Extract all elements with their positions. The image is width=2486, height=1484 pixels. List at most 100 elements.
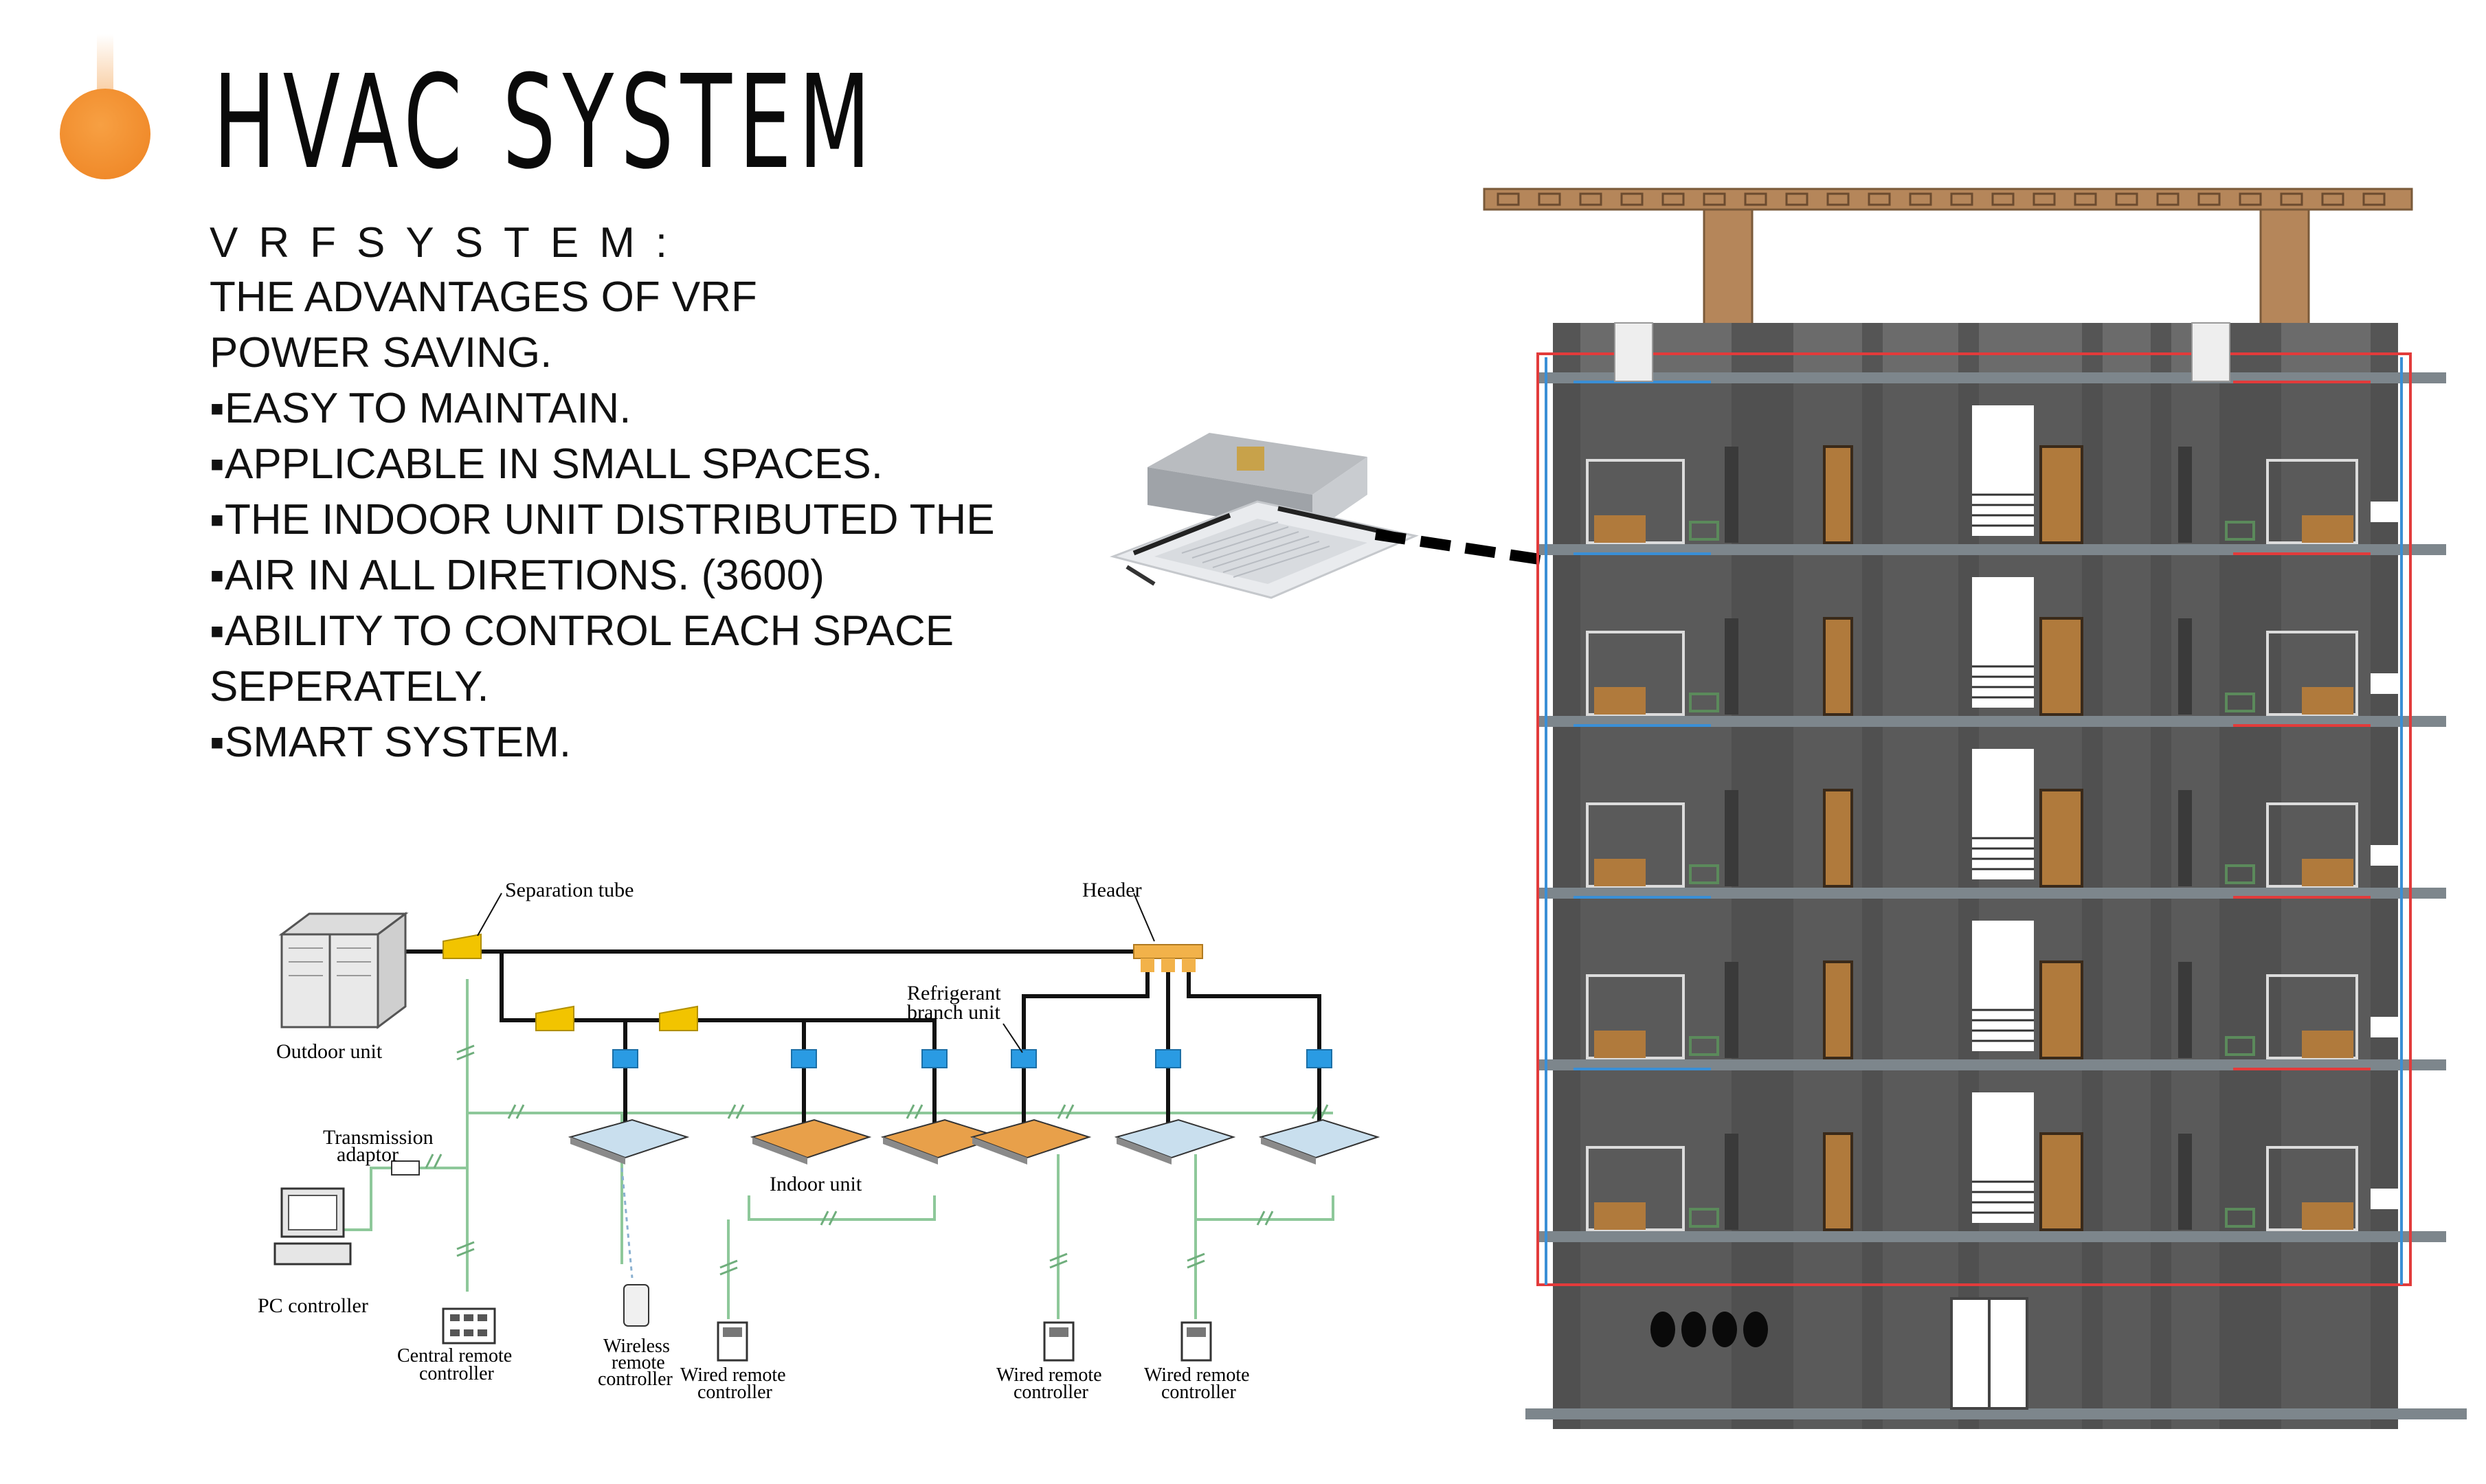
pergola-slat [1620, 192, 1644, 206]
desk-chair [2225, 1036, 2255, 1056]
desk-chair [2225, 693, 2255, 712]
column [1862, 323, 1883, 1429]
outdoor-ac-box [2371, 1189, 2405, 1209]
label-refrigerant-branch: Refrigerant [907, 982, 1001, 1004]
stair-window [1972, 577, 2034, 708]
label-refrigerant-branch-2: branch unit [907, 1001, 1000, 1024]
advantages-heading: THE ADVANTAGES OF VRF [210, 273, 757, 321]
label-wireless-remote: Wireless [603, 1336, 670, 1357]
desk-chair [2225, 864, 2255, 884]
door-side [2178, 1134, 2192, 1230]
column [1732, 323, 1793, 1429]
desk-chair [1689, 693, 1719, 712]
door [1823, 445, 1853, 544]
label-central-remote-2: controller [419, 1363, 495, 1384]
column [2082, 323, 2103, 1429]
outdoor-ac-box [2371, 845, 2405, 866]
bed-frame [2302, 1031, 2353, 1058]
stair-window [1972, 749, 2034, 879]
door-side [1725, 790, 1738, 886]
desk-chair [1689, 521, 1719, 541]
door-side [1725, 447, 1738, 543]
door [1823, 789, 1853, 888]
floor-slab [1539, 888, 2446, 899]
pergola-slat [1909, 192, 1932, 206]
bed-frame [1594, 687, 1646, 715]
bed-frame [2302, 515, 2353, 543]
bed-frame [1594, 515, 1646, 543]
door [1823, 1132, 1853, 1231]
bullet-indoor-unit: ▪THE INDOOR UNIT DISTRIBUTED THE [210, 496, 995, 543]
pergola-slat [1785, 192, 1808, 206]
bed-frame [2302, 1202, 2353, 1230]
ground-vent [1650, 1312, 1675, 1347]
column [2151, 323, 2171, 1429]
bed-frame [1594, 1031, 1646, 1058]
door-side [2178, 790, 2192, 886]
pergola-slat [1991, 192, 2015, 206]
door [2039, 617, 2083, 716]
label-wired-remote-2b: controller [1014, 1382, 1089, 1403]
vrf-heading: VRFSYSTEM: [210, 219, 688, 267]
label-wired-remote-3b: controller [1161, 1382, 1237, 1403]
label-indoor-unit: Indoor unit [770, 1173, 862, 1195]
building-section-drawing [1477, 186, 2467, 1457]
pergola-slat [2156, 192, 2180, 206]
ground-vent [1712, 1312, 1737, 1347]
floor-slab [1539, 1059, 2446, 1070]
label-wired-remote-1: Wired remote [680, 1364, 786, 1386]
label-central-remote: Central remote [397, 1345, 512, 1367]
label-pc-controller: PC controller [258, 1294, 368, 1317]
desk-chair [1689, 1036, 1719, 1056]
bullet-air-directions: ▪AIR IN ALL DIRETIONS. (3600) [210, 552, 825, 599]
desk-chair [2225, 1208, 2255, 1228]
door-side [1725, 1134, 1738, 1230]
door-side [2178, 962, 2192, 1058]
pergola-slat [2321, 192, 2344, 206]
door-side [2178, 447, 2192, 543]
stair-window [1972, 405, 2034, 536]
bullet-small-spaces: ▪APPLICABLE IN SMALL SPACES. [210, 440, 883, 488]
bullet-easy-maintain: ▪EASY TO MAINTAIN. [210, 385, 631, 432]
outdoor-ac-box [2371, 1017, 2405, 1037]
pergola-slat [1950, 192, 1973, 206]
pergola-slat [1661, 192, 1685, 206]
page-title: HVAC SYSTEM [213, 47, 878, 198]
vrf-schematic-diagram: Separation tube Header Outdoor unit Refr… [247, 873, 1402, 1422]
label-transmission-adaptor: Transmission [323, 1126, 434, 1149]
floor-slab [1539, 1231, 2446, 1242]
door-side [1725, 618, 1738, 715]
pergola-slat [1497, 192, 1520, 206]
floor-slab [1539, 544, 2446, 555]
cassette-unit-image [1106, 419, 1422, 618]
pergola-beam [1483, 188, 2413, 211]
door [1823, 960, 1853, 1059]
label-wired-remote-3: Wired remote [1144, 1364, 1250, 1386]
label-separation-tube: Separation tube [505, 879, 634, 901]
pergola-slat [1538, 192, 1561, 206]
door [2039, 1132, 2083, 1231]
pergola-slat [2115, 192, 2138, 206]
thermometer-icon [58, 34, 151, 182]
bullet-separately: SEPERATELY. [210, 663, 489, 710]
label-wireless-remote-3: controller [598, 1369, 673, 1390]
outdoor-ac-box [2371, 673, 2405, 694]
label-header: Header [1082, 879, 1142, 901]
label-wired-remote-2: Wired remote [996, 1364, 1102, 1386]
pergola-slat [2280, 192, 2303, 206]
pergola-slat [2239, 192, 2262, 206]
ground-vent [1743, 1312, 1768, 1347]
door-side [2178, 618, 2192, 715]
door [1823, 617, 1853, 716]
pergola-slat [2033, 192, 2056, 206]
label-wired-remote-1b: controller [697, 1382, 773, 1403]
door [2039, 789, 2083, 888]
label-wireless-remote-2: remote [612, 1352, 665, 1373]
bed-frame [2302, 859, 2353, 886]
refrigerant-riser-red [1536, 352, 2412, 1286]
bullet-smart-system: ▪SMART SYSTEM. [210, 719, 572, 766]
label-outdoor-unit: Outdoor unit [276, 1040, 383, 1063]
roof-condensing-unit [2191, 322, 2230, 382]
desk-chair [1689, 1208, 1719, 1228]
outdoor-ac-box [2371, 502, 2405, 522]
